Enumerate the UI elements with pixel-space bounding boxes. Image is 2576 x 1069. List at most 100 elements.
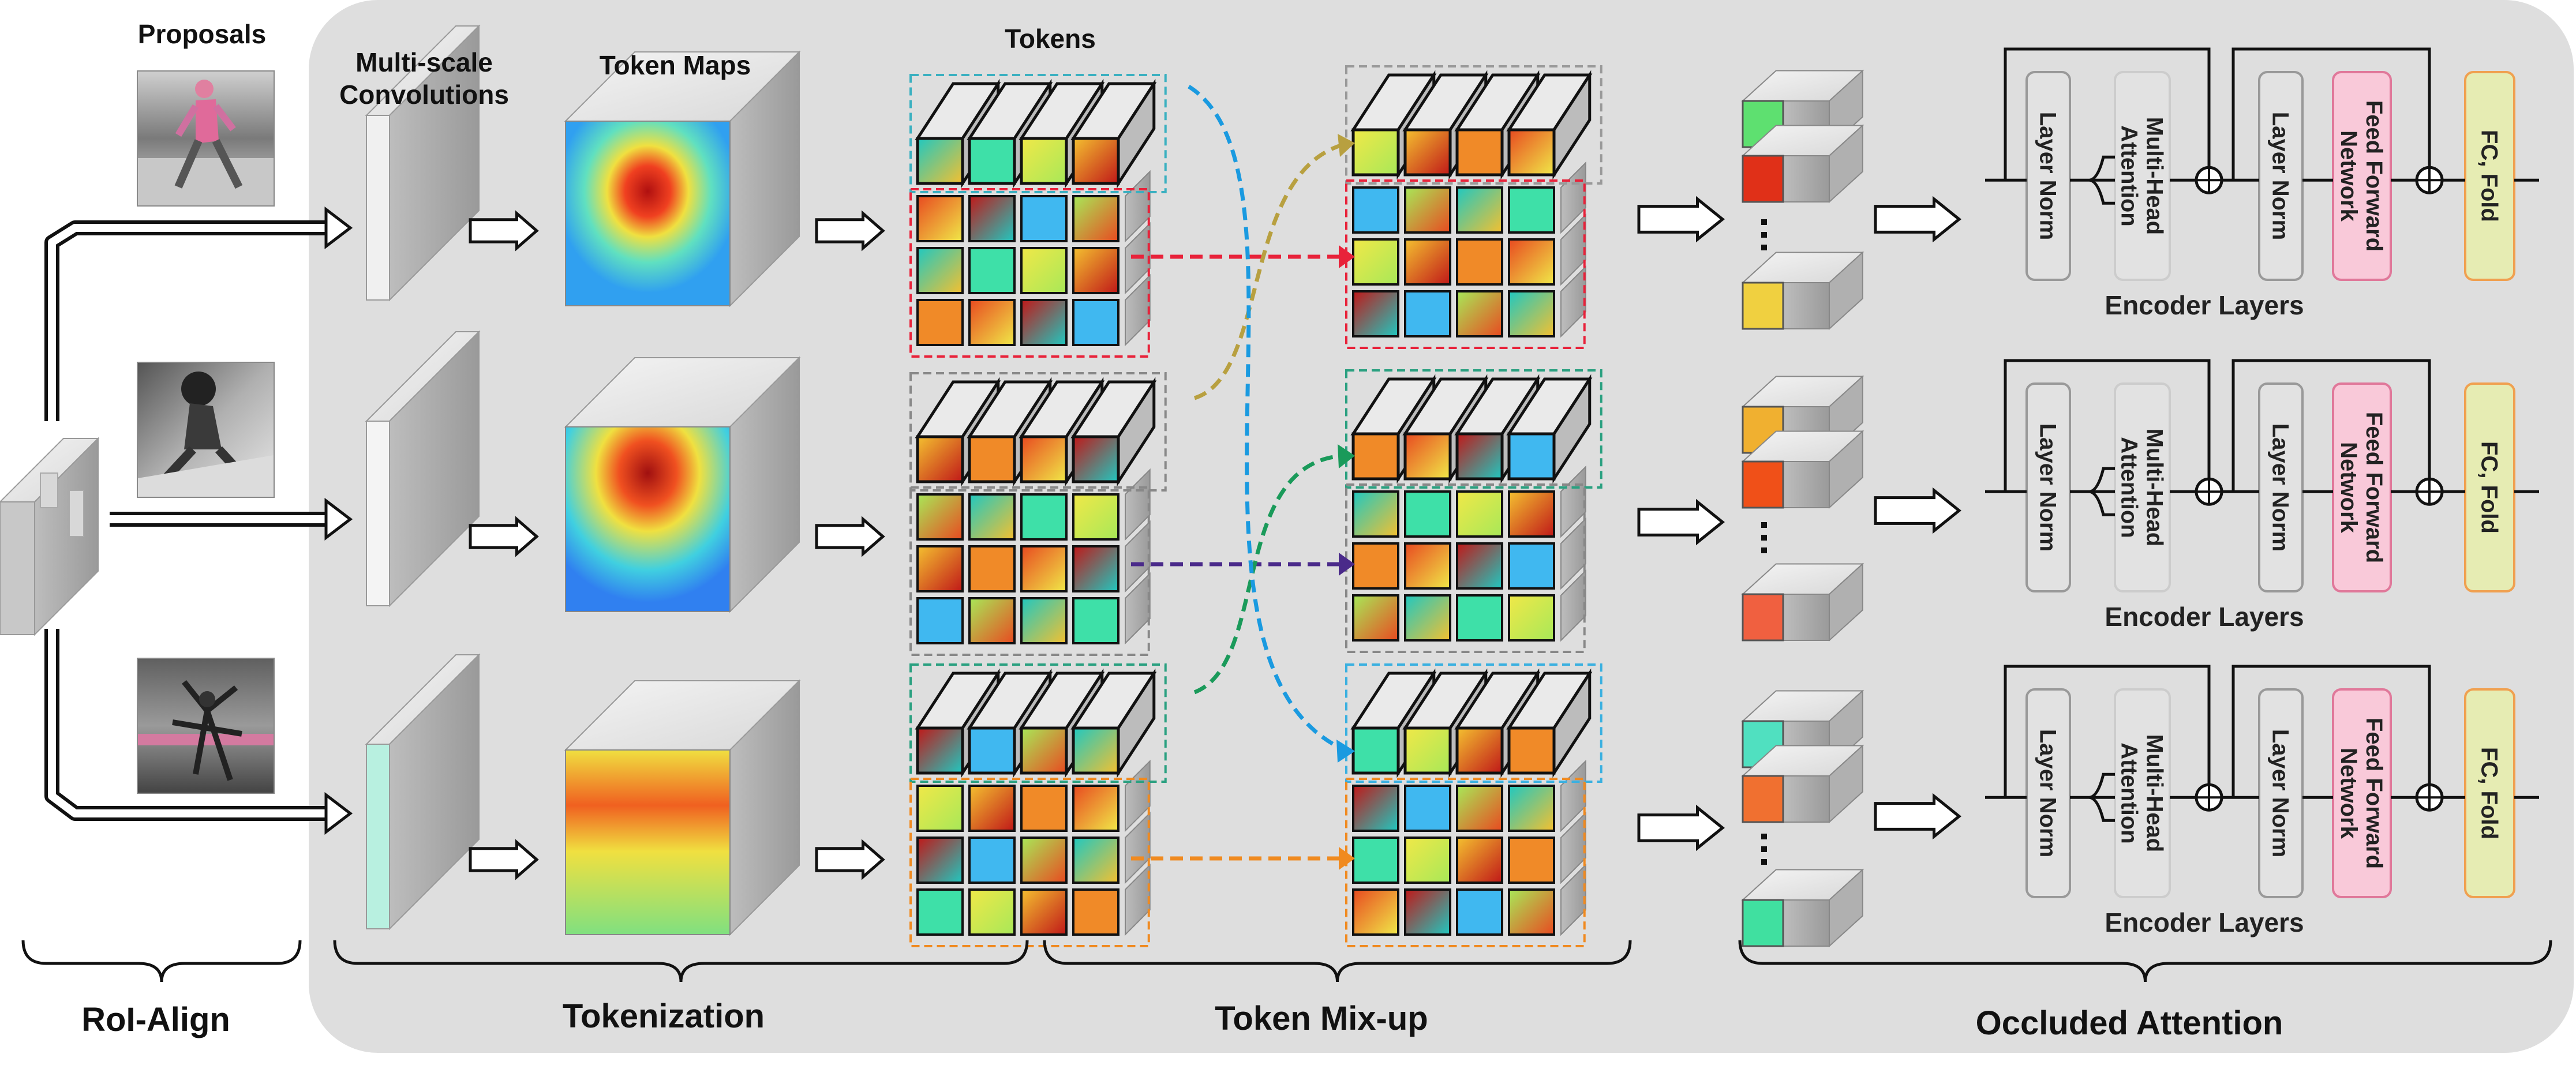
layer-norm-1-label: Layer Norm [2035,423,2061,552]
feed-forward-network-box [2332,71,2392,281]
vertical-dots-icon [1761,219,1767,225]
feed-forward-network-label: Feed ForwardNetwork [2336,100,2387,252]
arrow-map-to-tokens-3 [815,839,885,880]
sequence-token-2-3 [1741,562,1864,642]
multiscale-convolutions-label: Multi-scale Convolutions [339,47,509,110]
multi-head-attention-label: Multi-HeadAttention [2117,734,2167,852]
mixup-arrow-green [1193,444,1355,695]
vertical-dots-icon [1761,834,1767,839]
token-map-3 [564,679,801,936]
layer-norm-1-box [2025,382,2071,592]
fc-fold-label: FC, Fold [2477,441,2502,534]
sequence-token-3-2 [1741,744,1864,824]
split-lines [2070,772,2115,822]
roi-patch [40,472,58,508]
residual-skip-2 [2231,47,2431,181]
arrow-to-sequence-2 [1637,498,1725,546]
token-mixup-label: Token Mix-up [1215,1000,1428,1037]
pedestrian-image-3 [138,659,274,793]
mixed-token-cube-3 [1345,663,1602,947]
vertical-dots-icon [1761,245,1767,250]
brace-roi-align [21,940,302,982]
brace-occluded-attention [1738,940,2552,982]
mixed-token-cube-2 [1345,369,1602,653]
mixed-token-cube-1 [1345,65,1602,349]
route-arrow-top [44,206,353,421]
encoder-block-1: Layer Norm Multi-HeadAttention Layer Norm F… [1985,47,2539,320]
split-lines [2070,155,2115,205]
split-lines [2070,467,2115,516]
sequence-token-1-2 [1741,124,1864,204]
mixup-arrow-blue [1188,85,1355,763]
encoder-layers-title: Encoder Layers [2105,602,2304,632]
mixup-arrow-red [1131,245,1355,268]
token-cube-1 [909,74,1167,358]
layer-norm-2-label: Layer Norm [2268,729,2293,857]
mixup-arrow-olive [1193,134,1355,400]
layer-norm-1-box [2025,688,2071,898]
multi-head-attention-label: Multi-HeadAttention [2117,117,2167,235]
conv-slab-2 [365,330,481,607]
tokenization-label: Tokenization [562,997,765,1035]
multi-head-attention-label: Multi-HeadAttention [2117,429,2167,546]
vertical-dots-icon [1761,535,1767,541]
sequence-token-1-3 [1741,251,1864,331]
brace-token-mixup [1043,940,1632,982]
route-arrow-bottom [44,629,353,835]
fc-fold-box [2464,71,2515,281]
multi-head-attention-box [2114,71,2171,281]
fc-fold-label: FC, Fold [2477,130,2502,222]
proposal-thumbnail-3 [137,658,275,794]
arrow-to-encoder-3 [1874,793,1961,840]
fc-fold-label: FC, Fold [2477,747,2502,839]
mixup-arrow-purple [1131,553,1355,576]
layer-norm-1-box [2025,71,2071,281]
multi-head-attention-box [2114,688,2171,898]
fc-fold-box [2464,382,2515,592]
feed-forward-network-box [2332,688,2392,898]
residual-skip-2 [2231,359,2431,492]
layer-norm-2-box [2258,71,2304,281]
token-maps-label: Token Maps [599,50,751,80]
layer-norm-1-label: Layer Norm [2035,729,2061,857]
encoder-layers-title: Encoder Layers [2105,290,2304,320]
arrow-conv-to-map-1 [469,210,539,252]
encoder-layers-title: Encoder Layers [2105,907,2304,937]
tokens-label: Tokens [1005,24,1096,54]
multi-head-attention-box [2114,382,2171,592]
vertical-dots-icon [1761,859,1767,865]
layer-norm-2-box [2258,382,2304,592]
pedestrian-image-2 [138,363,274,497]
route-arrow-mid [110,497,353,541]
fc-fold-box [2464,688,2515,898]
residual-skip-2 [2231,665,2431,798]
arrow-conv-to-map-3 [469,839,539,880]
vertical-dots-icon [1761,232,1767,238]
brace-tokenization [333,940,1029,982]
arrow-map-to-tokens-1 [815,210,885,252]
arrow-conv-to-map-2 [469,516,539,557]
roi-patch [69,490,84,537]
layer-norm-1-label: Layer Norm [2035,112,2061,240]
pedestrian-image-1 [138,72,274,205]
token-cube-3 [909,663,1167,947]
proposal-thumbnail-2 [137,362,275,498]
layer-norm-2-label: Layer Norm [2268,112,2293,240]
sequence-token-2-1 [1741,375,1864,455]
feed-forward-network-label: Feed ForwardNetwork [2336,718,2387,869]
token-cube-2 [909,372,1167,656]
arrow-to-sequence-1 [1637,196,1725,243]
arrow-to-encoder-1 [1874,196,1961,243]
proposals-label: Proposals [137,19,267,49]
vertical-dots-icon [1761,547,1767,553]
vertical-dots-icon [1761,522,1767,528]
conv-slab-3 [365,653,481,931]
feed-forward-network-box [2332,382,2392,592]
proposal-thumbnail-1 [137,70,275,207]
residual-skip-1 [2004,359,2211,492]
arrow-map-to-tokens-2 [815,516,885,557]
feed-forward-network-label: Feed ForwardNetwork [2336,412,2387,563]
